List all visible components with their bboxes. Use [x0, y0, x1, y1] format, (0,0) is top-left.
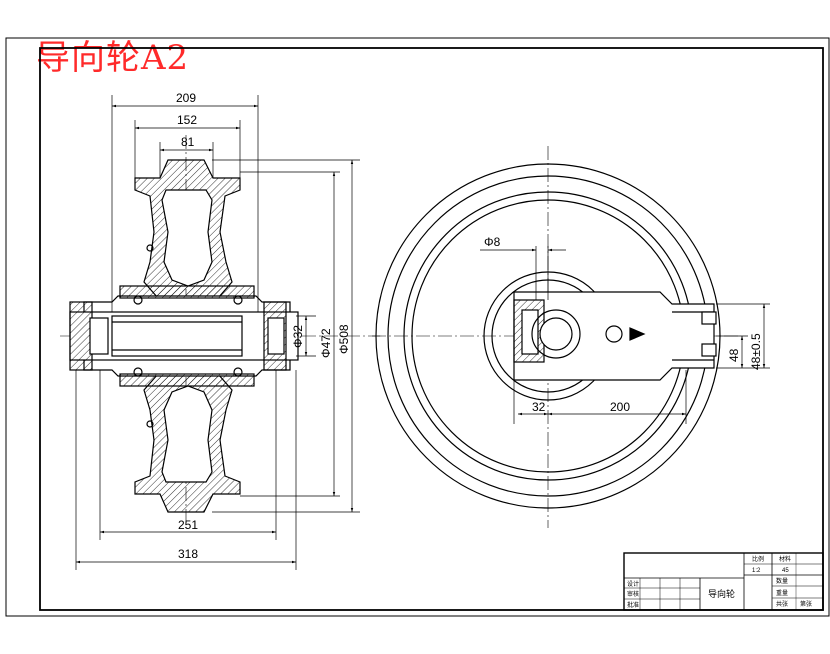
dim-phi8: Φ8 [484, 235, 501, 249]
dim-81: 81 [181, 135, 195, 149]
front-dimension-text: Φ8 32 200 48 48±0.5 [484, 235, 763, 414]
label-approve: 批准 [627, 601, 639, 609]
dim-209: 209 [176, 91, 196, 105]
material-value: 45 [782, 568, 789, 574]
section-dimension-text: 209 152 81 251 318 Φ32 Φ472 Φ508 [176, 91, 351, 561]
title-block-text: 比例 材料 1:2 45 数量 重量 共张 第张 设计 审核 批准 导向轮 [627, 555, 812, 609]
front-view [372, 146, 740, 528]
part-name: 导向轮 [708, 588, 735, 599]
dim-phi508: Φ508 [337, 324, 351, 354]
sheet-number: 第张 [800, 600, 812, 608]
dim-152: 152 [177, 113, 197, 127]
dim-48-tolerance: 48±0.5 [749, 333, 763, 370]
scale-value: 1:2 [752, 568, 761, 574]
dim-251: 251 [178, 518, 198, 532]
dim-318: 318 [178, 547, 198, 561]
material-head: 材料 [779, 555, 791, 563]
section-dimensions [75, 95, 360, 570]
dim-48: 48 [727, 348, 741, 362]
drawing-frame [39, 47, 824, 611]
section-view [60, 135, 380, 525]
dim-200: 200 [610, 400, 630, 414]
label-design: 设计 [627, 580, 639, 588]
dim-phi32: Φ32 [291, 325, 305, 348]
drawing-title: 导向轮A2 [36, 38, 190, 78]
title-block [623, 552, 824, 611]
qty-label: 数量 [776, 577, 788, 585]
label-check: 审核 [627, 590, 639, 598]
weight-label: 重量 [776, 589, 788, 597]
front-dimensions [480, 246, 770, 424]
dim-32: 32 [532, 400, 546, 414]
sheet-count: 共张 [776, 600, 788, 608]
scale-head: 比例 [752, 555, 764, 563]
dim-phi472: Φ472 [319, 328, 333, 358]
sheet-border [5, 37, 830, 617]
